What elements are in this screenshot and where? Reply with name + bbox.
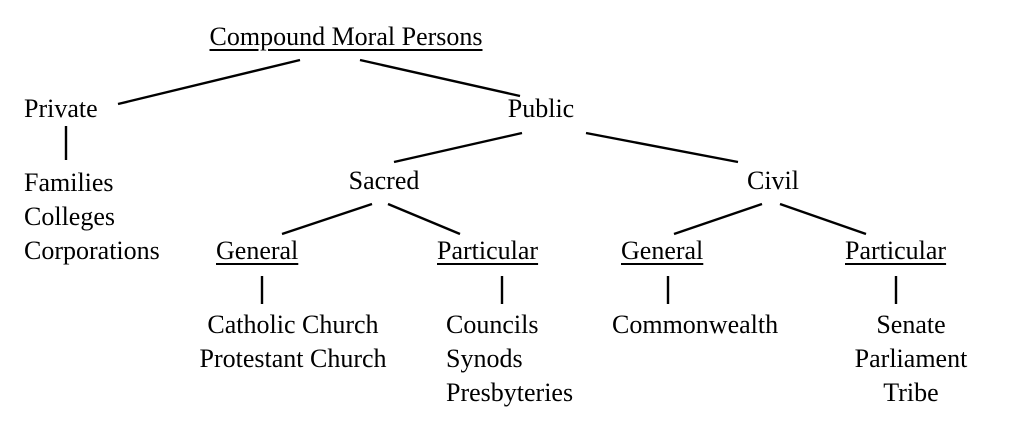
list-item: Protestant Church	[199, 344, 387, 373]
list-item: Presbyteries	[446, 378, 574, 407]
root-node: Compound Moral Persons	[209, 22, 483, 51]
edge-civil-general	[673, 202, 763, 236]
civil-general-node: General	[621, 236, 704, 265]
edge-root-private	[117, 58, 301, 106]
sacred-general-items: Catholic Church Protestant Church	[199, 308, 386, 376]
list-item: Colleges	[24, 202, 115, 231]
list-item: Senate	[876, 310, 946, 339]
public-node: Public	[507, 94, 575, 123]
list-item: Parliament	[854, 344, 968, 373]
edge-public-sacred	[393, 131, 523, 164]
list-item: Tribe	[883, 378, 939, 407]
list-item: Synods	[446, 344, 523, 373]
private-items: Families Colleges Corporations	[24, 166, 160, 268]
private-node: Private	[24, 94, 98, 123]
civil-general-items: Commonwealth	[612, 308, 778, 342]
list-item: Councils	[446, 310, 539, 339]
sacred-particular-node: Particular	[437, 236, 539, 265]
list-item: Commonwealth	[612, 310, 779, 339]
edge-public-civil	[585, 131, 739, 164]
civil-node: Civil	[746, 166, 800, 195]
edge-civil-particular	[779, 202, 867, 236]
list-item: Families	[24, 168, 114, 197]
sacred-node: Sacred	[348, 166, 420, 195]
edge-root-public	[359, 58, 521, 98]
edge-sacred-general	[281, 202, 373, 236]
edge-sacred-particular	[387, 202, 461, 236]
list-item: Catholic Church	[207, 310, 379, 339]
sacred-general-node: General	[216, 236, 299, 265]
civil-particular-items: Senate Parliament Tribe	[855, 308, 968, 410]
sacred-particular-items: Councils Synods Presbyteries	[446, 308, 573, 410]
list-item: Corporations	[24, 236, 160, 265]
civil-particular-node: Particular	[845, 236, 947, 265]
